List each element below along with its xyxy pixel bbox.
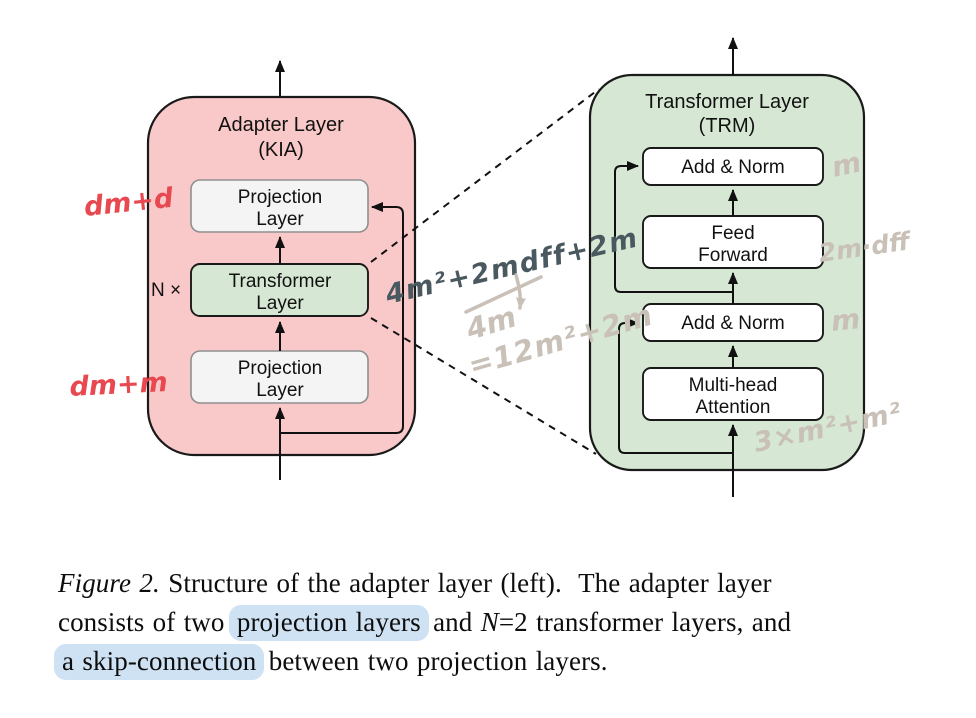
residual-connection-bottom [618, 318, 733, 454]
transformer-label1: Transformer [229, 271, 332, 292]
caption-line2-post: =2 transformer layers, and [498, 607, 792, 637]
dashed-zoom-line-top [370, 88, 600, 263]
handwriting-gray-m-mid: m [829, 302, 861, 338]
caption-line-1: Figure 2. Structure of the adapter layer… [58, 564, 958, 603]
residual-connection-top [614, 161, 733, 293]
projection-bottom-label1: Projection [238, 358, 323, 379]
handwriting-down-arrow [514, 273, 526, 310]
add-norm-top-box [642, 147, 824, 186]
skip-connection-line [280, 202, 404, 434]
caption-highlight-projection-layers: projection layers [228, 605, 429, 641]
feed-forward-label2: Forward [698, 245, 768, 266]
caption-figure-label: Figure 2. [58, 568, 160, 598]
n-times-label: N × [151, 280, 181, 301]
transformer-label2: Layer [256, 293, 304, 314]
projection-bottom-label2: Layer [256, 380, 304, 401]
dashed-zoom-line-bottom [370, 317, 597, 455]
figure-2-caption: Figure 2. Structure of the adapter layer… [54, 564, 958, 681]
caption-line2-pre: consists of two [58, 607, 233, 637]
caption-line1-text: Structure of the adapter layer (left). T… [159, 568, 772, 598]
figure-2-diagram: Adapter Layer (KIA) Projection Layer Tra… [69, 37, 914, 497]
handwriting-strike-line [464, 275, 543, 314]
caption-line-2: consists of two projection layers and N=… [58, 603, 958, 642]
multi-head-attention-label2: Attention [696, 397, 771, 418]
handwriting-red-dim-bottom: dm+m [69, 367, 169, 403]
add-norm-mid-label: Add & Norm [681, 313, 784, 334]
adapter-title-line2: (KIA) [258, 139, 304, 161]
handwriting-gray-m-top: m [829, 145, 864, 183]
projection-top-label1: Projection [238, 187, 323, 208]
caption-line3-text: between two projection layers. [260, 646, 608, 676]
adapter-title-line1: Adapter Layer [218, 114, 344, 136]
trm-title-line1: Transformer Layer [645, 91, 809, 113]
multi-head-attention-label1: Multi-head [689, 375, 778, 396]
caption-line2-mid: and [424, 607, 481, 637]
trm-title-line2: (TRM) [699, 115, 756, 137]
caption-highlight-skip-connection: a skip-connection [54, 644, 265, 680]
add-norm-top-label: Add & Norm [681, 157, 784, 178]
caption-math-N: N [480, 607, 499, 637]
projection-top-label2: Layer [256, 209, 304, 230]
caption-line-3: a skip-connection between two projection… [54, 642, 958, 681]
projection-layer-top-box [190, 179, 369, 233]
feed-forward-label1: Feed [711, 223, 754, 244]
